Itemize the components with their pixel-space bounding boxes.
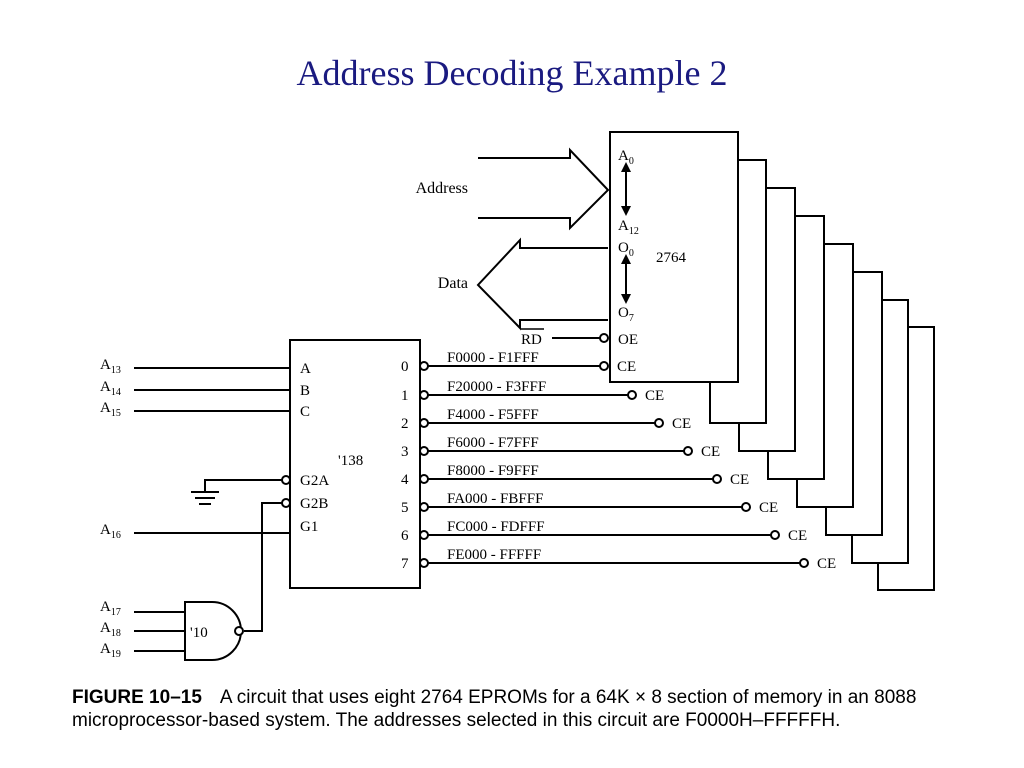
decoder-output-7-bubble bbox=[419, 558, 429, 568]
ce-bubble-2 bbox=[654, 418, 664, 428]
decoder-input-c: C bbox=[300, 404, 310, 420]
decoder-label: '138 bbox=[338, 453, 363, 469]
pin-oe-label: OE bbox=[618, 332, 638, 348]
address-a14-label: A14 bbox=[100, 379, 121, 398]
pin-a12-label: A12 bbox=[618, 218, 639, 237]
pin-o7-label: O7 bbox=[618, 305, 634, 324]
ce-pin-label-4: CE bbox=[730, 472, 749, 488]
figure-number: FIGURE 10–15 bbox=[72, 687, 202, 708]
wire-g2a-ground bbox=[204, 479, 282, 492]
address-range-0: F0000 - F1FFF bbox=[447, 350, 539, 366]
address-bus-label: Address bbox=[416, 180, 468, 197]
address-a13-label: A13 bbox=[100, 357, 121, 376]
data-bus-label: Data bbox=[438, 275, 468, 292]
decoder-output-6-bubble bbox=[419, 530, 429, 540]
ce-pin-label-2: CE bbox=[672, 416, 691, 432]
g2a-bubble bbox=[281, 475, 291, 485]
arrowhead-up-icon bbox=[621, 162, 631, 172]
decoder-output-4-label: 4 bbox=[401, 472, 409, 488]
address-a19-label: A19 bbox=[100, 641, 121, 660]
address-a16-label: A16 bbox=[100, 522, 121, 541]
decoder-output-0-bubble bbox=[419, 361, 429, 371]
decoder-output-2-label: 2 bbox=[401, 416, 409, 432]
address-range-4: F8000 - F9FFF bbox=[447, 463, 539, 479]
decoder-output-3-label: 3 bbox=[401, 444, 409, 460]
decoder-output-2-bubble bbox=[419, 418, 429, 428]
decoder-output-5-label: 5 bbox=[401, 500, 409, 516]
arrowhead-down-icon bbox=[621, 294, 631, 304]
ce-bubble-1 bbox=[627, 390, 637, 400]
ce-pin-label-1: CE bbox=[645, 388, 664, 404]
g2b-bubble bbox=[281, 498, 291, 508]
nand-output-bubble bbox=[234, 626, 244, 636]
decoder-outputs: 0 F0000 - F1FFF CE 1 F20000 - F3FFF CE 2 F4000 … bbox=[401, 350, 836, 572]
ce-bubble-6 bbox=[770, 530, 780, 540]
address-bus-arrow bbox=[478, 147, 610, 231]
arrowhead-down-icon bbox=[621, 206, 631, 216]
ce-pin-label-6: CE bbox=[788, 528, 807, 544]
decoder-output-3-bubble bbox=[419, 446, 429, 456]
decoder-input-g2a: G2A bbox=[300, 473, 329, 489]
address-range-5: FA000 - FBFFF bbox=[447, 491, 543, 507]
figure-caption-text: A circuit that uses eight 2764 EPROMs fo… bbox=[72, 687, 917, 731]
decoder-input-g2b: G2B bbox=[300, 496, 328, 512]
eprom-chip-front bbox=[609, 131, 739, 383]
arrowhead-up-icon bbox=[621, 254, 631, 264]
address-range-2: F4000 - F5FFF bbox=[447, 407, 539, 423]
decoder-input-b: B bbox=[300, 383, 310, 399]
ce-bubble-4 bbox=[712, 474, 722, 484]
oe-bubble bbox=[599, 333, 609, 343]
ce-bubble-3 bbox=[683, 446, 693, 456]
address-a18-label: A18 bbox=[100, 620, 121, 639]
ce-bubble-7 bbox=[799, 558, 809, 568]
pin-o0-label: O0 bbox=[618, 240, 634, 259]
data-bus-arrow bbox=[476, 237, 608, 331]
decoder-output-5-bubble bbox=[419, 502, 429, 512]
decoder-output-0-label: 0 bbox=[401, 359, 409, 375]
ce-pin-label-5: CE bbox=[759, 500, 778, 516]
address-range-3: F6000 - F7FFF bbox=[447, 435, 539, 451]
pin-a0-label: A0 bbox=[618, 148, 634, 167]
ce-pin-label-3: CE bbox=[701, 444, 720, 460]
decoder-74138-box bbox=[289, 339, 421, 589]
ce-pin-label-0: CE bbox=[617, 359, 636, 375]
decoder-output-1-bubble bbox=[419, 390, 429, 400]
decoder-output-6-label: 6 bbox=[401, 528, 409, 544]
nand-label: '10 bbox=[190, 625, 208, 641]
eprom-part-label: 2764 bbox=[656, 250, 687, 266]
decoder-input-a: A bbox=[300, 361, 311, 377]
ce-pin-label-7: CE bbox=[817, 556, 836, 572]
decoder-output-1-label: 1 bbox=[401, 388, 409, 404]
decoder-output-7-label: 7 bbox=[401, 556, 409, 572]
address-range-7: FE000 - FFFFF bbox=[447, 547, 541, 563]
decoder-input-g1: G1 bbox=[300, 519, 318, 535]
address-range-1: F20000 - F3FFF bbox=[447, 379, 546, 395]
wire-nand-to-g2b bbox=[244, 502, 282, 632]
ce-bubble-0 bbox=[599, 361, 609, 371]
slide-title: Address Decoding Example 2 bbox=[296, 53, 728, 93]
rd-signal-label: RD bbox=[521, 332, 542, 348]
decoder-output-4-bubble bbox=[419, 474, 429, 484]
address-a15-label: A15 bbox=[100, 400, 121, 419]
address-a17-label: A17 bbox=[100, 599, 121, 618]
ce-bubble-5 bbox=[741, 502, 751, 512]
address-range-6: FC000 - FDFFF bbox=[447, 519, 545, 535]
